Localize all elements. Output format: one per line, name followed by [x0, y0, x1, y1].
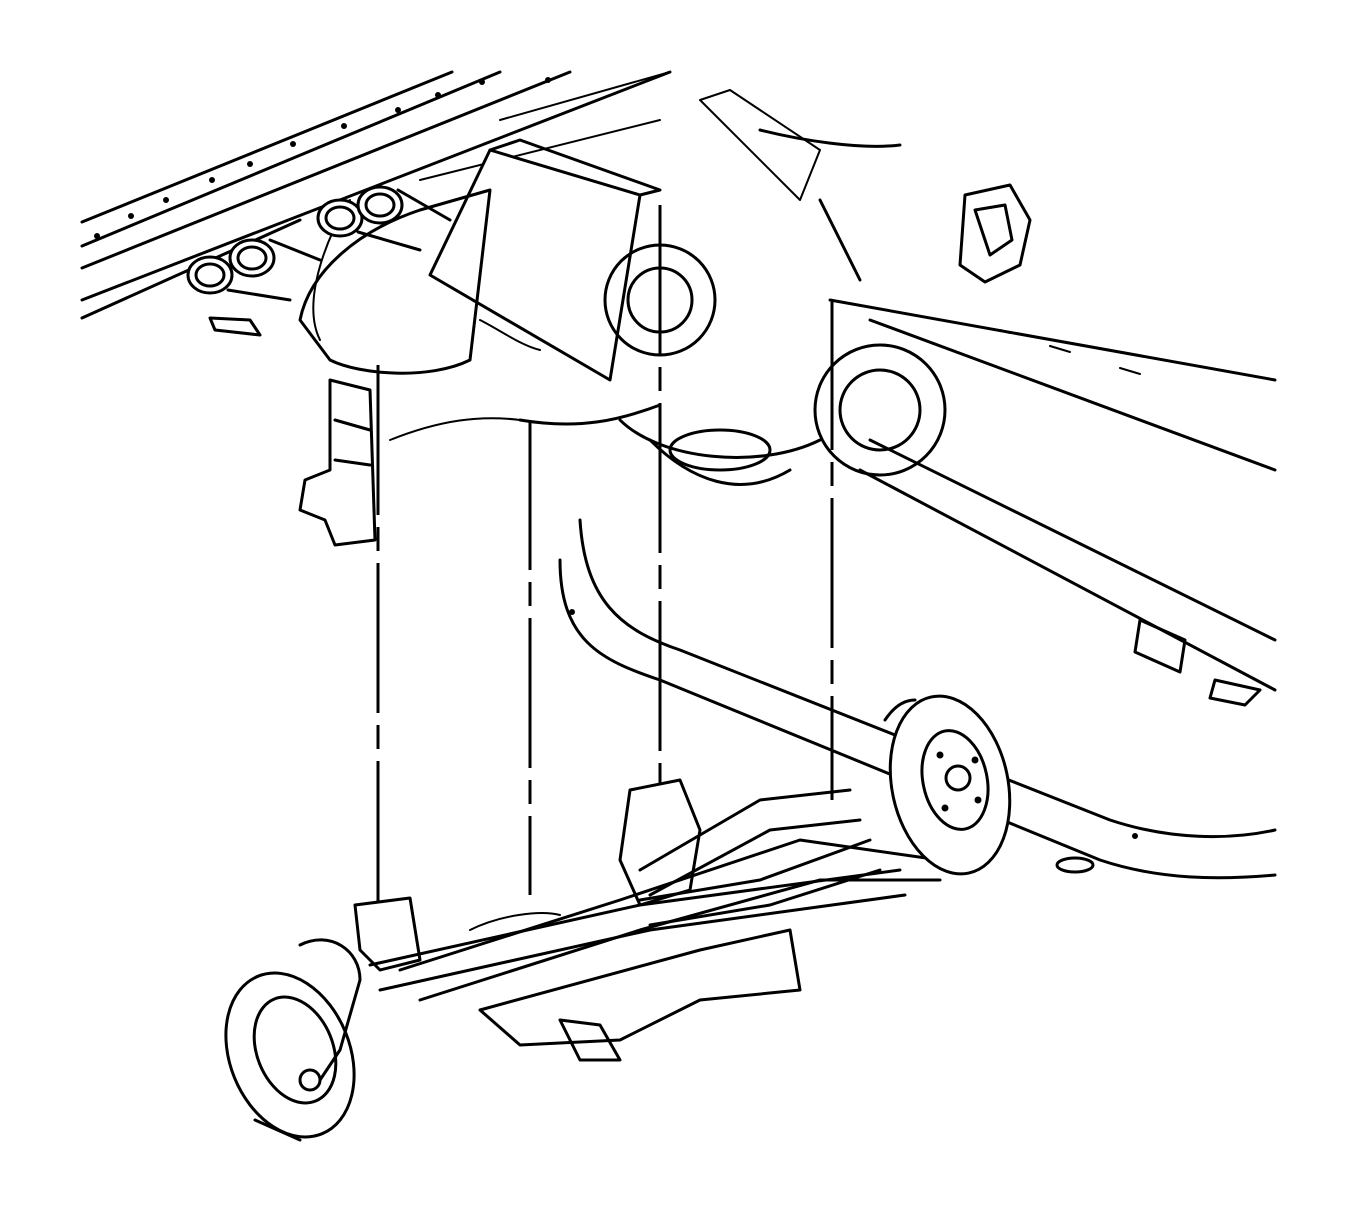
driveshaft [858, 438, 1277, 707]
alignment-guide-lines [376, 205, 834, 905]
rear-differential [389, 89, 947, 486]
lower-control-arm [638, 838, 882, 927]
rear-axle-shaft [368, 868, 907, 992]
exhaust-tailpipes [186, 185, 452, 337]
upper-control-arm [638, 788, 862, 897]
left-wheel-hub [224, 938, 362, 1142]
exhaust-muffler [298, 138, 662, 382]
brake-caliper [958, 183, 1032, 284]
rear-subframe [353, 778, 942, 1062]
left-mount-bracket [298, 378, 377, 547]
right-brake-rotor [883, 694, 1012, 876]
